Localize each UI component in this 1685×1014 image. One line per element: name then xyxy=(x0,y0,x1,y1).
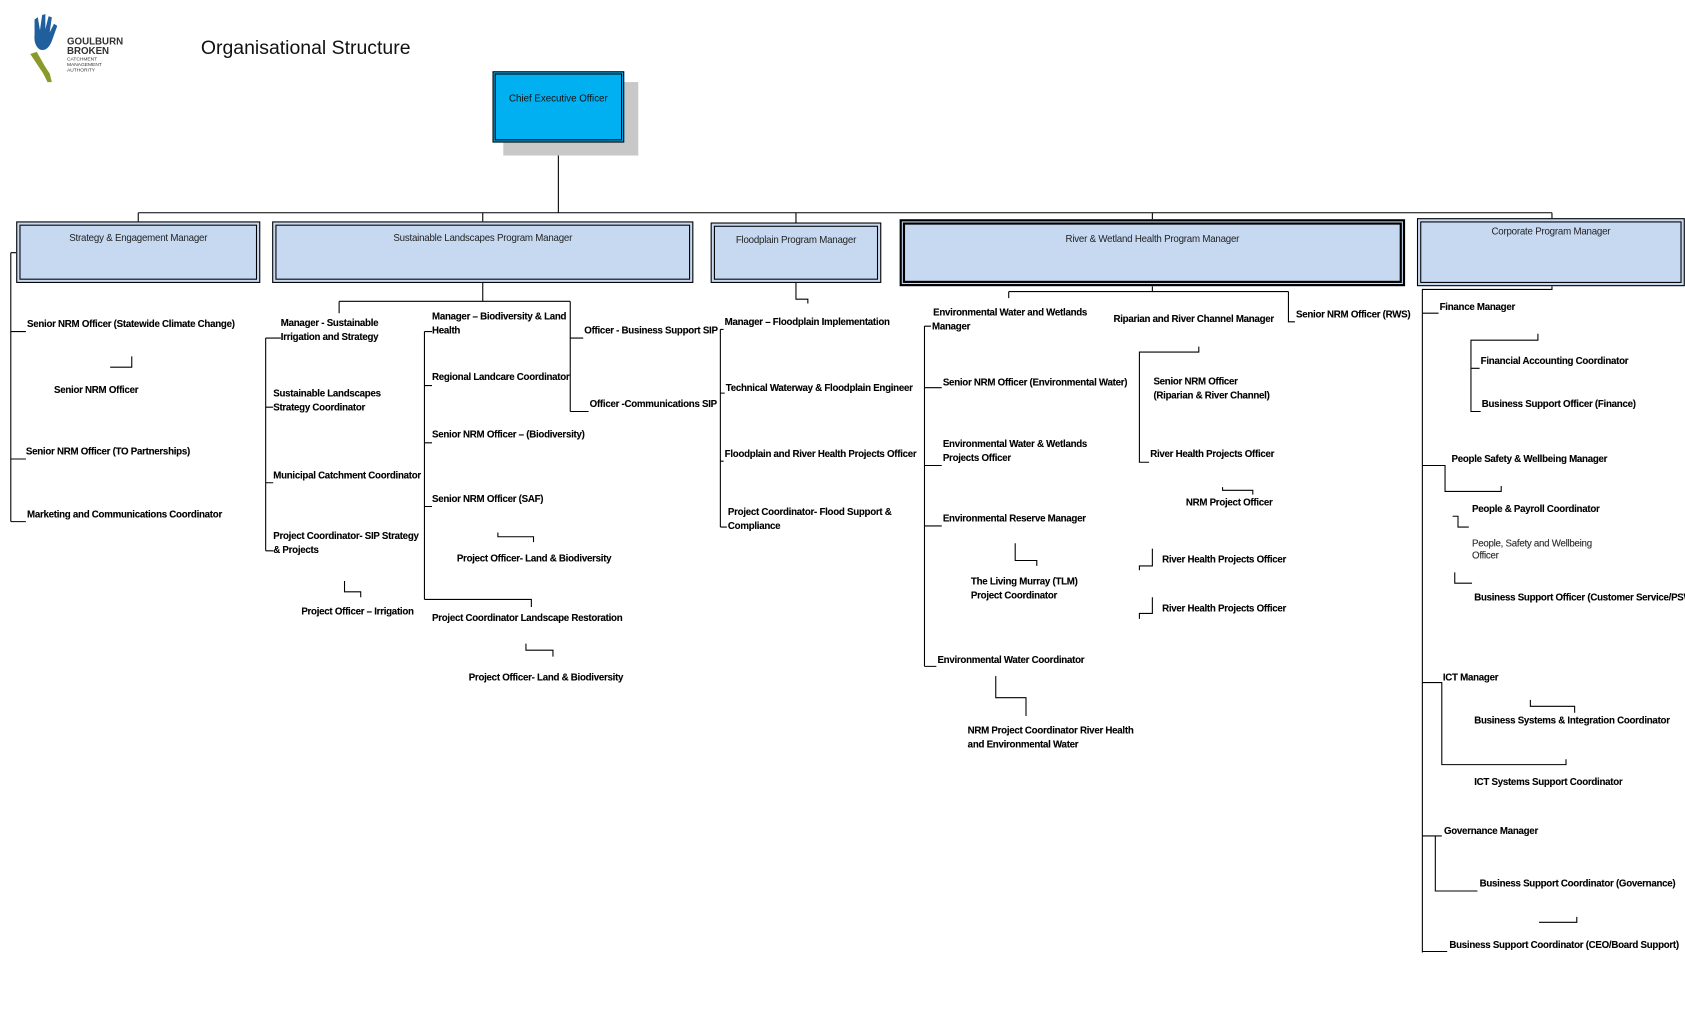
logo-text-catchment: CATCHMENT xyxy=(66,56,98,62)
position-label: ICT Manager xyxy=(1442,671,1499,683)
logo-text-authority: AUTHORITY xyxy=(66,66,96,73)
position-label: Environmental Reserve Manager xyxy=(942,513,1086,524)
position-label: Environmental Water & Wetlands Projects … xyxy=(942,438,1088,463)
position-label: Business Support Officer (Finance) xyxy=(1481,398,1636,410)
goulburn-broken-cma-logo: GOULBURN BROKEN CATCHMENT MANAGEMENT AUT… xyxy=(24,11,132,84)
strategy-manager-title: Strategy & Engagement Manager xyxy=(69,232,208,244)
position-label: Environmental Water and Wetlands xyxy=(933,306,1088,318)
page-title: Organisational Structure xyxy=(200,36,411,59)
logo-text-management: MANAGEMENT xyxy=(66,61,102,67)
position-label: Manager – Floodplain Implementation xyxy=(724,316,890,328)
floodplain-manager-title: Floodplain Program Manager xyxy=(735,234,857,246)
position-label: People, Safety and Wellbeing Officer xyxy=(1472,537,1592,561)
position-label: Manager - Sustainable Irrigation and Str… xyxy=(280,317,379,342)
strategy-manager-box[interactable]: Strategy & Engagement Manager xyxy=(16,221,261,283)
position-label: Project Coordinator- Flood Support & Com… xyxy=(727,506,892,531)
position-label: River Health Projects Officer xyxy=(1162,554,1287,565)
position-label: Business Support Coordinator (Governance… xyxy=(1479,878,1676,889)
position-label: Municipal Catchment Coordinator xyxy=(273,469,421,481)
position-label: Project Coordinator- SIP Strategy & Proj… xyxy=(273,530,419,555)
river-manager-title: River & Wetland Health Program Manager xyxy=(1065,233,1240,245)
position-label: Governance Manager xyxy=(1443,825,1538,836)
position-label: Officer -Communications SIP xyxy=(589,398,718,410)
ceo-title: Chief Executive Officer xyxy=(509,92,608,104)
hand-logo-icon xyxy=(30,14,58,83)
corporate-manager-title: Corporate Program Manager xyxy=(1491,225,1611,237)
position-label: Senior NRM Officer (Environmental Water) xyxy=(942,376,1128,388)
position-label: Project Officer- Land & Biodiversity xyxy=(456,552,612,564)
position-label: Environmental Water Coordinator xyxy=(937,654,1085,666)
position-label: Officer - Business Support SIP xyxy=(584,325,718,336)
sustainable-landscapes-manager-box[interactable]: Sustainable Landscapes Program Manager xyxy=(272,221,694,283)
position-label: Financial Accounting Coordinator xyxy=(1480,355,1629,367)
corporate-manager-box[interactable]: Corporate Program Manager xyxy=(1416,218,1685,287)
position-label: Technical Waterway & Floodplain Engineer xyxy=(725,382,913,394)
position-label: Marketing and Communications Coordinator xyxy=(27,508,222,520)
position-label: Regional Landcare Coordinator xyxy=(432,371,570,383)
position-label: Senior NRM Officer (SAF) xyxy=(432,493,544,505)
logo-text-goulburn: GOULBURN xyxy=(66,35,124,47)
position-label: Senior NRM Officer (RWS) xyxy=(1296,308,1411,320)
position-label: Sustainable Landscapes Strategy Coordina… xyxy=(273,387,381,413)
position-label: Project Coordinator Landscape Restoratio… xyxy=(432,612,623,624)
ceo-box[interactable]: Chief Executive Officer xyxy=(492,71,625,143)
position-label: NRM Project Coordinator River Health and… xyxy=(967,724,1134,749)
floodplain-manager-box[interactable]: Floodplain Program Manager xyxy=(710,222,882,283)
position-label: Senior NRM Officer (Statewide Climate Ch… xyxy=(27,318,235,330)
position-label: People & Payroll Coordinator xyxy=(1472,503,1600,515)
position-label: Riparian and River Channel Manager xyxy=(1113,313,1274,324)
position-label: Finance Manager xyxy=(1439,301,1516,313)
position-label: River Health Projects Officer xyxy=(1162,602,1287,614)
position-label: Project Officer- Land & Biodiversity xyxy=(468,671,624,683)
position-label: River Health Projects Officer xyxy=(1150,448,1275,460)
position-label: Business Support Officer (Customer Servi… xyxy=(1474,591,1685,603)
position-label: Floodplain and River Health Projects Off… xyxy=(724,448,917,460)
position-label: Business Support Coordinator (CEO/Board … xyxy=(1449,939,1679,951)
position-label: Project Officer – Irrigation xyxy=(301,605,414,617)
sustainable-manager-title: Sustainable Landscapes Program Manager xyxy=(393,232,573,244)
logo-text-broken: BROKEN xyxy=(66,45,110,57)
position-label: Business Systems & Integration Coordinat… xyxy=(1474,714,1670,726)
position-label: ICT Systems Support Coordinator xyxy=(1474,776,1623,788)
river-wetland-manager-box[interactable]: River & Wetland Health Program Manager xyxy=(899,219,1406,287)
position-label: Senior NRM Officer xyxy=(54,384,139,396)
position-label: Manager – Biodiversity & Land Health xyxy=(432,311,567,336)
position-label: Manager xyxy=(932,320,971,332)
position-label: The Living Murray (TLM) Project Coordina… xyxy=(970,575,1078,600)
position-label: People Safety & Wellbeing Manager xyxy=(1451,453,1608,465)
position-label: Senior NRM Officer (TO Partnerships) xyxy=(25,446,190,457)
position-label: Senior NRM Officer (Riparian & River Cha… xyxy=(1153,375,1270,401)
position-label: Senior NRM Officer – (Biodiversity) xyxy=(432,428,585,440)
position-label: NRM Project Officer xyxy=(1185,496,1273,508)
